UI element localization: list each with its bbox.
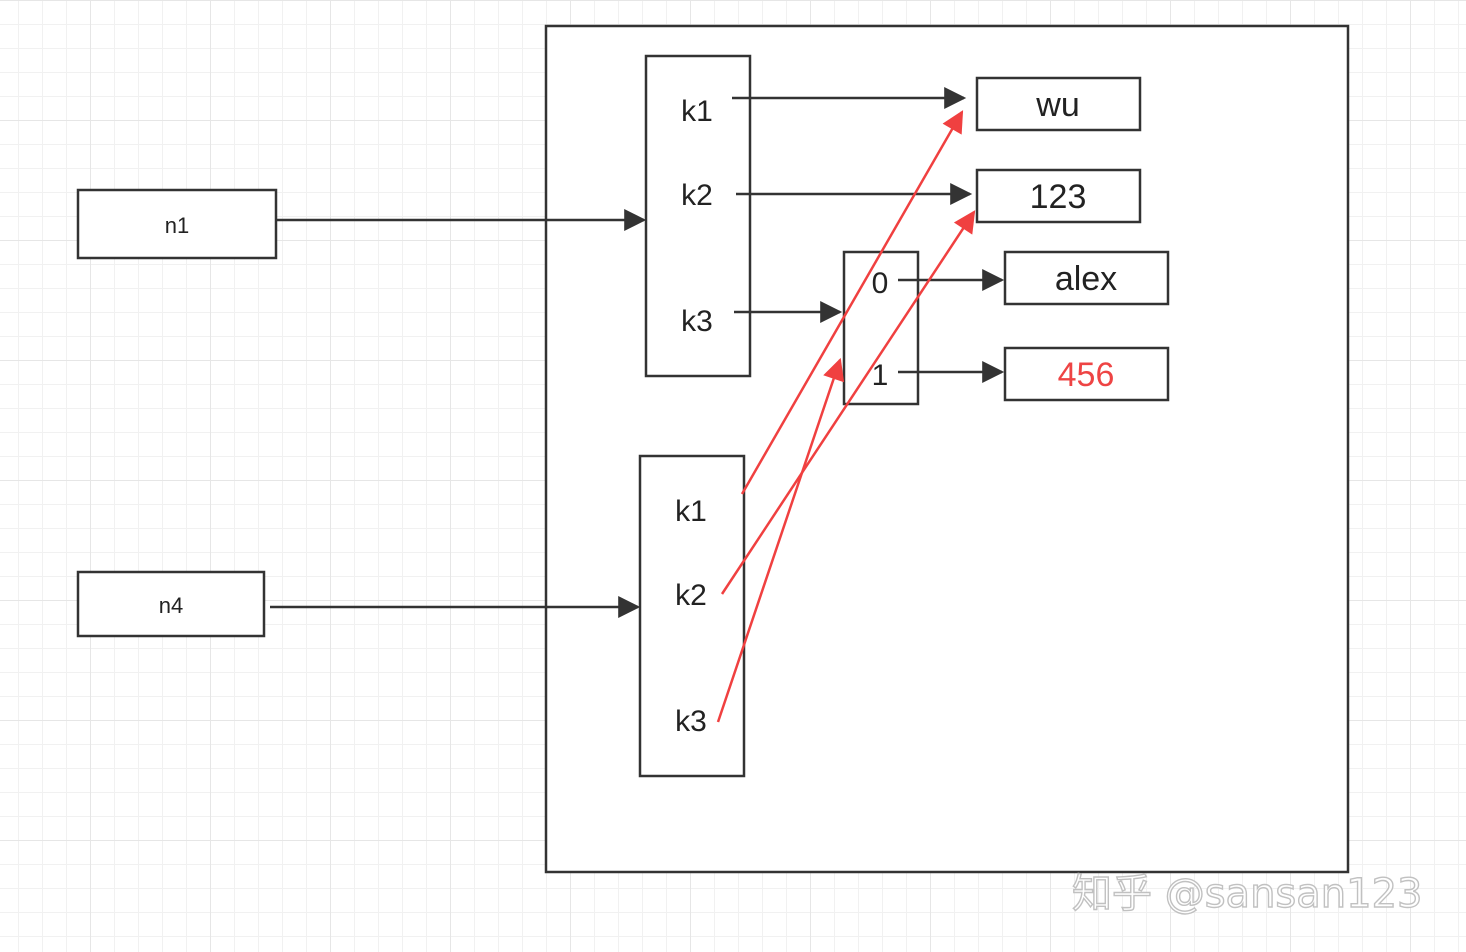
n4-label: n4: [159, 593, 183, 618]
dict-bottom-k1: k1: [675, 495, 707, 528]
list-index-1: 1: [872, 359, 889, 392]
value-alex-box: [1003, 250, 1170, 306]
red-arrow-k2-to-123: [720, 210, 976, 595]
dict-top-k1: k1: [681, 95, 713, 128]
n1-label: n1: [165, 213, 189, 238]
value-456-box: [1003, 346, 1170, 402]
red-arrow-k3-to-list: [716, 357, 845, 723]
dict-bottom-box: [638, 454, 746, 778]
dict-top-k3: k3: [681, 305, 713, 338]
watermark-text: 知乎 @sansan123: [1072, 871, 1422, 917]
value-wu: wu: [1035, 86, 1079, 124]
list-index-0: 0: [872, 267, 889, 300]
n4-box: [76, 570, 266, 638]
dict-top-k2: k2: [681, 179, 713, 212]
n1-box: [76, 188, 278, 260]
value-456: 456: [1058, 356, 1115, 394]
value-123-box: [975, 168, 1142, 224]
value-wu-box: [975, 76, 1142, 132]
value-123: 123: [1030, 178, 1087, 216]
dict-bottom-k2: k2: [675, 579, 707, 612]
dict-bottom-k3: k3: [675, 705, 707, 738]
dict-top-box: [644, 54, 752, 378]
list-box: [842, 250, 920, 406]
value-alex: alex: [1055, 260, 1117, 298]
red-arrow-k1-to-wu: [740, 110, 964, 495]
